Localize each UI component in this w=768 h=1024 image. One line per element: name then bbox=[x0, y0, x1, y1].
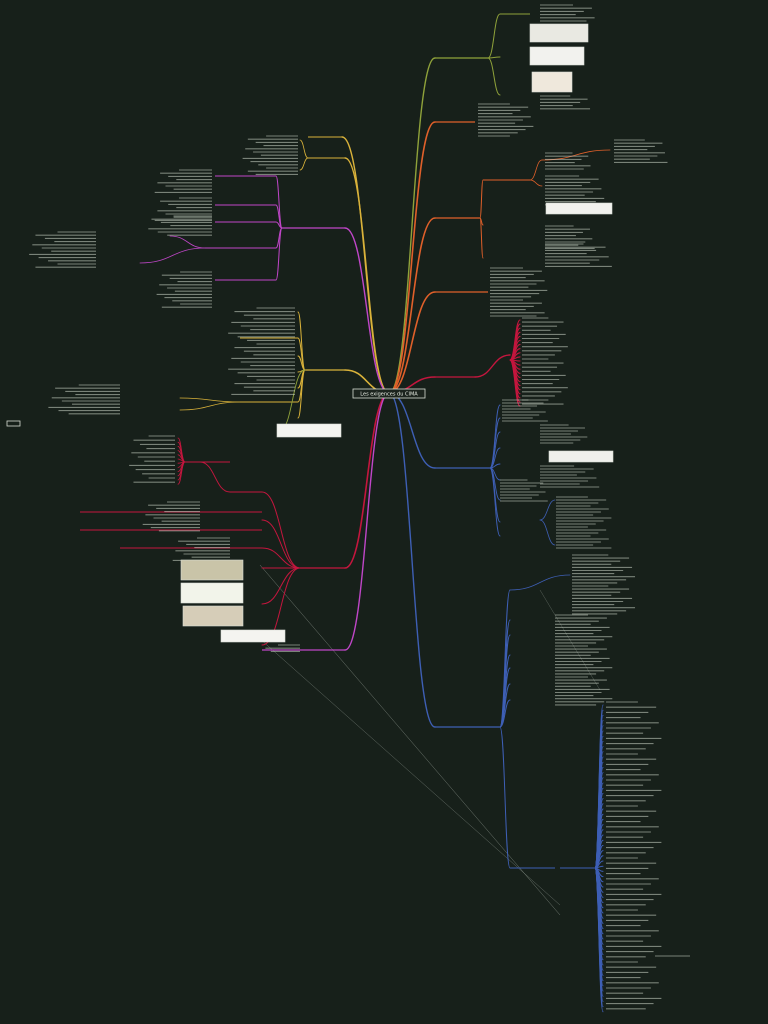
branch-olive bbox=[388, 57, 436, 394]
orange-2-leaf-1 bbox=[529, 159, 543, 181]
branch-orange-1 bbox=[388, 121, 436, 394]
blue-2-fan bbox=[594, 867, 604, 1013]
olive-thumbnail-1 bbox=[529, 23, 589, 43]
crimson-left-sub bbox=[261, 547, 301, 569]
blue-1-fan-b bbox=[539, 519, 556, 546]
side-marker[interactable] bbox=[6, 420, 21, 427]
mind-map-thumbnails bbox=[180, 23, 614, 643]
branch-orange-2 bbox=[388, 217, 436, 394]
yellow-2-sub-b bbox=[299, 157, 309, 171]
crimson-right-stem bbox=[474, 354, 511, 378]
olive-sub-3 bbox=[487, 57, 501, 96]
blue-1-sub bbox=[489, 467, 501, 523]
yellow-3-leaf-b bbox=[179, 401, 241, 411]
central-topic-label: Les exigences du CIMA bbox=[360, 392, 418, 398]
olive-sub-2 bbox=[487, 56, 501, 59]
blue-2-sub bbox=[499, 699, 511, 728]
olive-thumbnail-2 bbox=[529, 46, 585, 66]
connector-diagonal-1 bbox=[259, 564, 561, 916]
orange-2-sub-1 bbox=[479, 179, 484, 219]
crimson-left-sub-a bbox=[199, 461, 231, 493]
mind-map-edges bbox=[80, 13, 611, 1013]
olive-thumbnail-3 bbox=[531, 71, 573, 93]
connector-diagonal-2 bbox=[249, 629, 561, 906]
blue-1-fan-a bbox=[539, 499, 556, 521]
yellow-3-leaf-a bbox=[179, 397, 241, 403]
crimson-thumbnail-3 bbox=[182, 605, 244, 627]
crimson-left-sub bbox=[261, 491, 301, 569]
branch-magenta-1 bbox=[344, 227, 390, 394]
crimson-left-sub bbox=[261, 567, 301, 605]
orange-2-leaf-3 bbox=[541, 149, 611, 161]
magenta-1-sub bbox=[275, 175, 283, 229]
blue-1-sub bbox=[489, 417, 501, 469]
blue-2-leaf-fan-1 bbox=[509, 574, 571, 591]
crimson-thumbnail-2 bbox=[180, 582, 244, 604]
orange-thumbnail bbox=[545, 202, 613, 215]
yellow-thumbnail bbox=[276, 423, 342, 438]
orange-2-sub-3 bbox=[479, 217, 484, 259]
branch-blue-2 bbox=[388, 392, 436, 728]
orange-2-leaf-2 bbox=[529, 179, 543, 187]
olive-sub-1 bbox=[487, 13, 501, 59]
blue-1-sub bbox=[489, 447, 501, 469]
crimson-left-sub bbox=[261, 567, 301, 646]
central-node[interactable] bbox=[352, 388, 426, 399]
mind-map-nodes: Les exigences du CIMA bbox=[6, 388, 426, 427]
magenta-1-leaf-b bbox=[139, 247, 206, 264]
magenta-1-sub bbox=[275, 227, 283, 281]
branch-yellow-2 bbox=[344, 157, 390, 394]
blue-2-sub bbox=[499, 726, 511, 869]
crimson-thumbnail-4 bbox=[220, 629, 286, 643]
crimson-left-fan bbox=[177, 461, 186, 485]
branch-crimson-left bbox=[344, 392, 390, 569]
yellow-3-sub bbox=[297, 369, 306, 419]
branch-magenta-2 bbox=[344, 392, 390, 651]
mind-map-leaf-lines bbox=[29, 4, 690, 1010]
blue-thumbnail bbox=[548, 450, 614, 463]
yellow-2-sub-a bbox=[299, 139, 309, 159]
crimson-left-sub bbox=[261, 519, 301, 569]
blue-1-sub bbox=[489, 467, 501, 537]
crimson-thumbnail-1 bbox=[180, 559, 244, 581]
crimson-right-fan bbox=[509, 359, 521, 407]
magenta-1-leaf-a bbox=[169, 235, 206, 249]
